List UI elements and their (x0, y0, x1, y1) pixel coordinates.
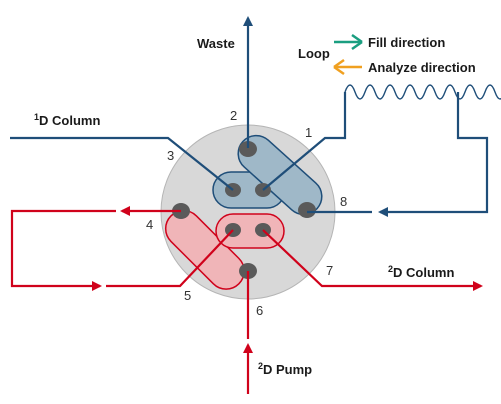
fill-direction-arrow (334, 33, 363, 51)
port-number-3: 3 (167, 148, 174, 163)
port-hole-2 (239, 141, 257, 157)
column-1d-line (10, 136, 234, 191)
blue-flow-lines (10, 16, 489, 217)
port-hole-1 (298, 202, 316, 218)
port-number-1: 1 (305, 125, 312, 140)
column-2d-line (262, 229, 483, 291)
port-number-2: 2 (230, 108, 237, 123)
port-number-8: 8 (340, 194, 347, 209)
column-2d-label: 2D Column (388, 264, 454, 280)
fill-direction-label: Fill direction (368, 35, 445, 50)
loop-line (262, 92, 347, 191)
loop-return-line (378, 92, 489, 217)
loop-coil (344, 84, 501, 100)
red-channel-6-7 (215, 213, 285, 249)
waste-label: Waste (197, 36, 235, 51)
red-flow-lines (10, 206, 483, 394)
analyze-direction-label: Analyze direction (368, 60, 476, 75)
port-number-5: 5 (184, 288, 191, 303)
column-1d-label: 1D Column (34, 112, 100, 128)
port5-line (106, 229, 234, 288)
red-left-loop (10, 209, 116, 291)
loop-coil-ends (345, 80, 458, 138)
port-number-6: 6 (256, 303, 263, 318)
port-number-7: 7 (326, 263, 333, 278)
analyze-direction-arrow (333, 58, 362, 76)
pump-2d-label: 2D Pump (258, 361, 312, 377)
loop-label: Loop (298, 46, 330, 61)
port-number-4: 4 (146, 217, 153, 232)
